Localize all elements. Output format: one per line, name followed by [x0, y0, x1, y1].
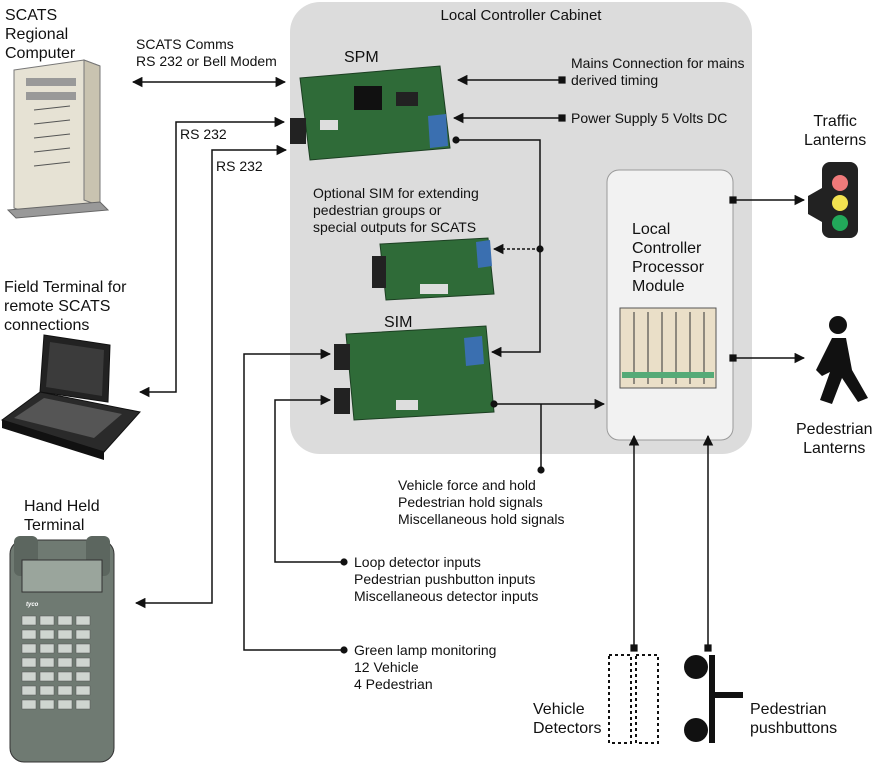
field-terminal-label: Field Terminal for remote SCATS connecti… [4, 279, 127, 334]
green-lamp-line [243, 348, 348, 654]
rs232-handheld-line [134, 144, 288, 609]
sim-label: SIM [384, 314, 413, 331]
lcpm-label: Local Controller Processor Module [632, 221, 705, 295]
green-lamp-label: Green lamp monitoring 12 Vehicle 4 Pedes… [354, 642, 497, 692]
laptop-icon [0, 334, 141, 460]
rs232-label-a: RS 232 [180, 126, 227, 142]
cabinet-title: Local Controller Cabinet [440, 7, 602, 24]
rs232-label-b: RS 232 [216, 158, 263, 174]
sim-board-icon [334, 325, 495, 421]
pedestrian-pushbuttons-label: Pedestrian pushbuttons [750, 701, 838, 737]
power-label: Power Supply 5 Volts DC [571, 110, 728, 126]
traffic-light-icon [808, 162, 858, 238]
pedestrian-icon [816, 316, 868, 404]
hand-held-brand: tyco [26, 602, 39, 608]
optional-sim-label: Optional SIM for extending pedestrian gr… [313, 185, 479, 235]
scats-computer-icon [6, 59, 110, 219]
scats-comms-label: SCATS Comms RS 232 or Bell Modem [136, 36, 277, 69]
scats-computer-label: SCATS Regional Computer [5, 7, 76, 62]
mains-label: Mains Connection for mains derived timin… [571, 55, 745, 88]
pedestrian-pushbutton-icon [684, 655, 743, 743]
hand-held-label: Hand Held Terminal [24, 498, 100, 534]
loop-detector-label: Loop detector inputs Pedestrian pushbutt… [354, 554, 539, 604]
spm-label: SPM [344, 49, 379, 66]
vehicle-detector-icon [608, 654, 659, 744]
spm-board-icon [290, 65, 451, 161]
optional-sim-board-icon [372, 237, 495, 301]
hand-held-terminal-icon: tyco [9, 536, 115, 763]
vehicle-force-label: Vehicle force and hold Pedestrian hold s… [398, 477, 565, 527]
pedestrian-lanterns-label: Pedestrian Lanterns [796, 421, 873, 457]
traffic-lanterns-label: Traffic Lanterns [804, 113, 867, 149]
lcpm-box [606, 169, 734, 441]
lcpm-rack-icon [619, 307, 717, 389]
vehicle-detectors-label: Vehicle Detectors [533, 701, 602, 737]
loop-detector-line [274, 394, 348, 566]
